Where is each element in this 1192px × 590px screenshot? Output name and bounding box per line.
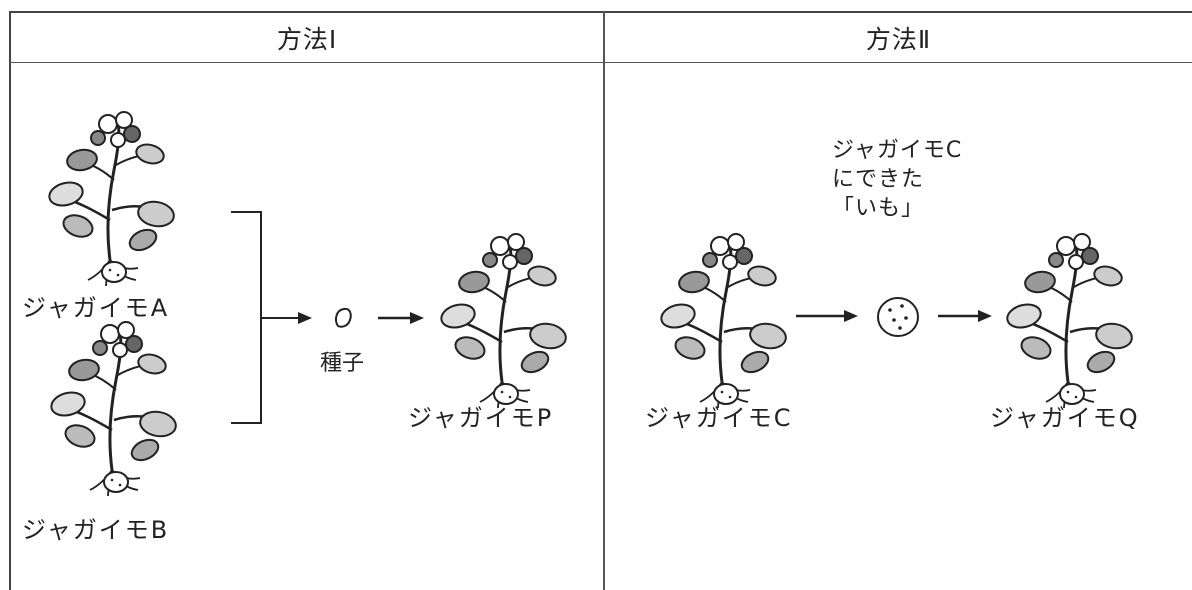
potato-tuber-icon — [877, 297, 919, 337]
potato-plant-a-illustration — [45, 110, 178, 288]
plant-b-label: ジャガイモB — [22, 516, 170, 544]
potato-plant-q-illustration — [1003, 232, 1136, 410]
header-divider — [9, 62, 1192, 63]
arrow-to-tuber-icon — [796, 310, 858, 322]
potato-plant-c-illustration — [657, 232, 790, 410]
tuber-note-line-2: にできた — [832, 167, 925, 192]
potato-plant-p-illustration — [437, 232, 570, 410]
potato-plant-b-illustration — [47, 320, 180, 498]
plant-p-label: ジャガイモP — [408, 404, 554, 432]
plant-a-label: ジャガイモA — [22, 294, 170, 322]
plant-c-label: ジャガイモC — [645, 404, 793, 432]
tuber-note-line-3: 「いも」 — [832, 196, 925, 221]
method-1-header: 方法Ⅰ — [276, 25, 338, 54]
arrow-to-plant-q-icon — [938, 310, 992, 322]
tuber-note-line-1: ジャガイモC — [832, 138, 963, 163]
arrow-to-plant-p-icon — [378, 312, 424, 324]
seed-label: 種子 — [320, 351, 365, 376]
seed-icon — [335, 307, 352, 328]
diagram-frame — [9, 11, 1192, 590]
column-divider — [603, 11, 605, 590]
cross-bracket — [231, 211, 312, 424]
plant-q-label: ジャガイモQ — [990, 404, 1140, 432]
tuber-note: ジャガイモC にできた 「いも」 — [832, 136, 962, 223]
method-2-header: 方法Ⅱ — [865, 25, 932, 54]
